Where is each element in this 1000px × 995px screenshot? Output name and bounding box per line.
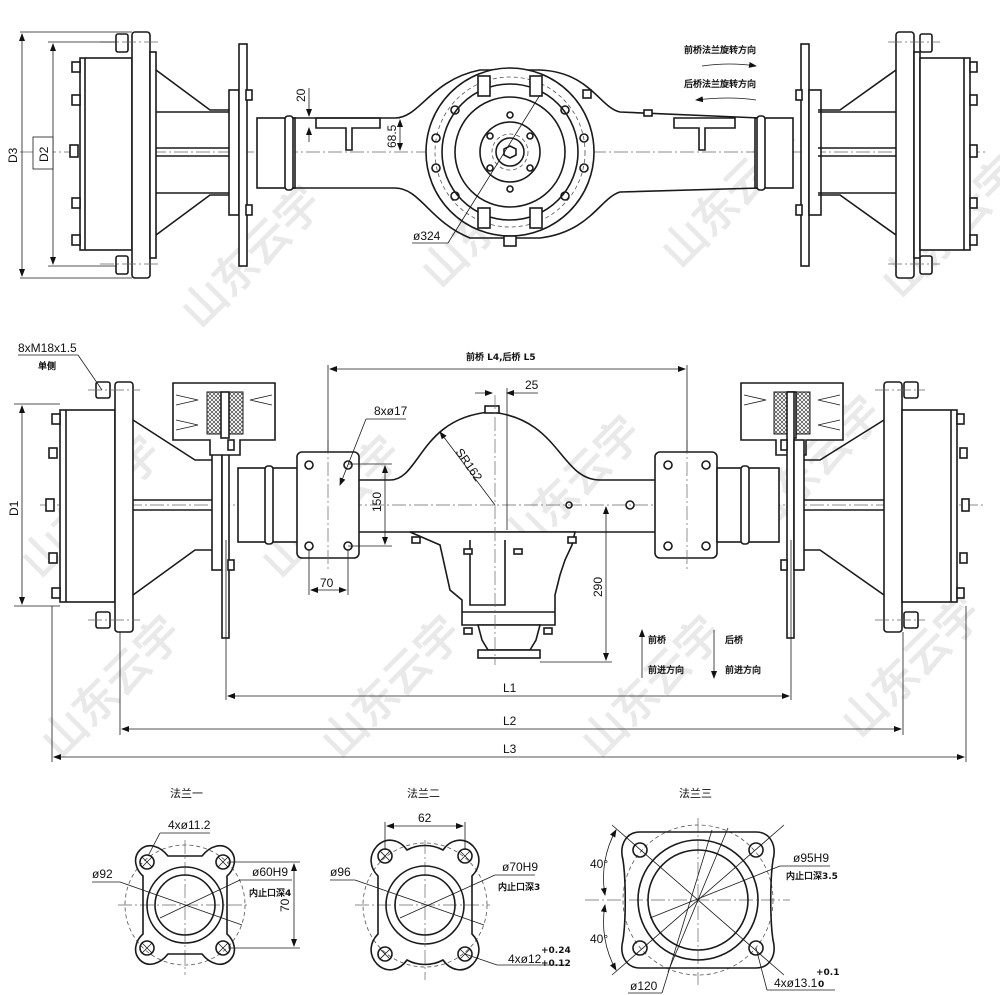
rotation-direction-notes: 前桥法兰旋转方向 后桥法兰旋转方向 — [684, 44, 757, 103]
right-hub-front — [716, 381, 970, 639]
flange-three-bore-label: ø95H9 — [793, 851, 829, 865]
dim-25-label: 25 — [525, 378, 539, 392]
holes-8x17-label: 8xø17 — [374, 404, 408, 418]
dim-d3-label: D3 — [6, 147, 20, 163]
rear-flange-rotation-label: 后桥法兰旋转方向 — [684, 78, 756, 90]
flange-three-holes-label: 4xø13.1 — [774, 976, 818, 990]
flange-one-title: 法兰一 — [170, 786, 203, 800]
dim-l1-label: L1 — [503, 681, 517, 695]
flange-two-spacing-label: 62 — [418, 811, 432, 825]
dim-l3-label: L3 — [503, 742, 517, 756]
flange-three: 法兰三 40° 40° ø95H9 内止口深3.5 ø120 4xø13.1 +… — [585, 786, 839, 994]
front-axle-label: 前桥 — [648, 634, 667, 646]
flange-one-bolt-circle-label: ø92 — [92, 867, 113, 881]
flange-two-tol-lower: +0.12 — [541, 959, 571, 969]
dim-70-label: 70 — [320, 576, 334, 590]
top-view: D3 D2 20 68.5 ø324 前桥法兰旋转方向 后桥法兰旋转方向 — [6, 31, 985, 279]
flange-two-holes-label: 4xø12 — [508, 952, 542, 966]
watermark-text: 山东云宇 — [32, 607, 193, 768]
flange-three-holes — [632, 842, 764, 956]
front-view-dimensions: 8xM18x1.5 单侧 D1 前桥 L4,后桥 L5 25 8xø17 SR1… — [7, 341, 967, 762]
watermark-text: 山东云宇 — [172, 177, 333, 338]
dim-290-label: 290 — [591, 577, 605, 597]
bolt-spec-label: 8xM18x1.5 — [18, 341, 77, 355]
bolt-side-label: 单侧 — [38, 360, 56, 372]
left-hub-top — [69, 31, 296, 279]
forward-direction-label: 前进方向 — [648, 664, 684, 676]
flange-two: 法兰二 62 ø96 ø70H9 内止口深3 4xø12 +0.24 +0.1 — [330, 786, 571, 980]
flange-three-title: 法兰三 — [679, 786, 712, 800]
flange-one-holes-label: 4xø11.2 — [168, 818, 211, 832]
housing-top — [293, 67, 761, 247]
dim-dia-324-label: ø324 — [413, 229, 441, 243]
dim-68-5-label: 68.5 — [385, 124, 399, 148]
flange-two-bolt-circle-label: ø96 — [330, 865, 351, 879]
direction-legend: 前桥 前进方向 后桥 前进方向 — [639, 629, 761, 679]
left-hub-front — [45, 381, 301, 639]
flange-two-bore-label: ø70H9 — [502, 860, 538, 874]
watermark-text: 山东云宇 — [572, 607, 733, 768]
front-view: 8xM18x1.5 单侧 D1 前桥 L4,后桥 L5 25 8xø17 SR1… — [7, 341, 985, 762]
dim-d2-label: D2 — [37, 146, 51, 162]
flange-three-tol-upper: +0.1 — [816, 968, 839, 978]
right-hub-top — [754, 31, 978, 279]
dim-20-label: 20 — [294, 88, 308, 102]
flange-one-bore-depth-label: 内止口深4 — [249, 887, 291, 899]
front-flange-rotation-label: 前桥法兰旋转方向 — [684, 44, 756, 56]
dim-l2-label: L2 — [503, 714, 517, 728]
sr162-label: SR162 — [453, 446, 486, 484]
flange-three-angle-bottom: 40° — [590, 932, 608, 946]
flange-three-bolt-circle-label: ø120 — [630, 979, 658, 993]
flange-two-bore-depth-label: 内止口深3 — [498, 881, 540, 893]
flange-one: 法兰一 4xø11.2 ø92 ø60H9 内止口深4 70 — [92, 786, 300, 975]
flange-two-title: 法兰二 — [407, 786, 440, 800]
flange-one-spacing-label: 70 — [278, 898, 292, 912]
top-view-dimensions: D3 D2 20 68.5 ø324 — [6, 31, 541, 279]
dim-150-label: 150 — [370, 492, 384, 512]
flange-three-bore-depth-label: 内止口深3.5 — [786, 870, 838, 882]
dim-d1-label: D1 — [7, 500, 21, 516]
watermark-text: 山东云宇 — [312, 607, 473, 768]
dim-l4-l5-label: 前桥 L4,后桥 L5 — [466, 351, 536, 363]
flange-three-angle-top: 40° — [590, 857, 608, 871]
flange-three-tol-lower: 0 — [818, 980, 824, 990]
forward-direction-label: 前进方向 — [725, 664, 761, 676]
rear-axle-label: 后桥 — [725, 634, 744, 646]
flange-one-bore-label: ø60H9 — [252, 865, 288, 879]
flange-two-tol-upper: +0.24 — [541, 946, 571, 956]
